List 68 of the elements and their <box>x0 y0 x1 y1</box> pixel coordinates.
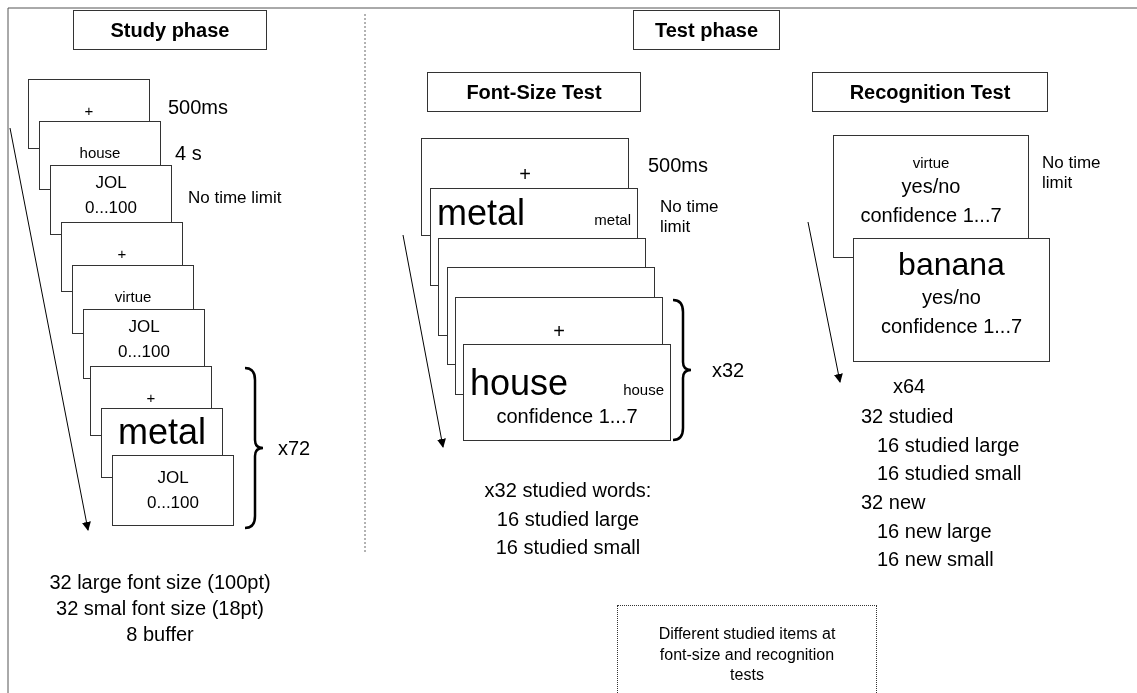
stimulus-text: JOL 0...100 <box>146 467 200 514</box>
stimulus-text: confidence 1...7 <box>496 404 638 429</box>
screen-card <box>90 366 212 408</box>
stimulus-text: virtue <box>114 288 152 306</box>
repeat-count: x32 <box>712 358 745 382</box>
screen-card <box>72 265 194 309</box>
duration-text: 500ms <box>648 153 709 177</box>
heading-box <box>73 10 267 50</box>
heading-box <box>427 72 641 112</box>
stimulus-text: house <box>623 381 664 399</box>
blank-screen-card <box>447 267 655 297</box>
trial-count-text: x32 studied words: <box>484 479 652 501</box>
stimulus-text: + <box>117 245 127 263</box>
duration-text: 500ms <box>168 95 229 119</box>
heading-text: Study phase <box>110 18 230 42</box>
stimulus-text: yes/no confidence 1...7 <box>859 174 1003 228</box>
trial-count-text: 16 studied large <box>496 508 640 530</box>
screen-card <box>421 138 629 188</box>
note-text: Different studied items at font-size and recognition tests <box>657 623 837 686</box>
duration-text: No time limit <box>660 197 720 238</box>
stimulus-text: banana <box>898 245 1005 284</box>
screen-card <box>455 297 663 344</box>
stimulus-text: house <box>470 361 569 405</box>
screen-card <box>83 309 205 366</box>
duration-text: No time limit <box>1042 153 1102 194</box>
trial-count-text: 32 studied <box>861 404 954 428</box>
screen-card <box>463 344 671 441</box>
heading-text: Recognition Test <box>849 80 1011 104</box>
duration-text: No time limit <box>188 188 283 209</box>
duration-text: 4 s <box>175 141 202 165</box>
heading-box <box>812 72 1048 112</box>
repeat-count: x72 <box>278 436 311 460</box>
trial-count-text: 16 new small <box>877 547 994 571</box>
stimulus-text: virtue <box>912 154 950 172</box>
blank-screen-card <box>438 238 646 267</box>
stimulus-text: metal <box>118 413 206 451</box>
screen-card <box>50 165 172 222</box>
trial-count-text: 32 smal font size (18pt) <box>56 597 264 619</box>
screen-card <box>112 455 234 526</box>
repeat-count: x64 <box>893 374 926 398</box>
heading-text: Test phase <box>655 18 758 42</box>
stimulus-text: + <box>553 319 565 343</box>
note-box <box>617 605 877 693</box>
stimulus-text: + <box>519 162 531 186</box>
heading-text: Font-Size Test <box>466 80 602 104</box>
stimulus-text: yes/no confidence 1...7 <box>879 285 1024 340</box>
stimulus-text: + <box>84 102 94 120</box>
stimulus-text: JOL 0...100 <box>84 172 138 219</box>
stimulus-text: house <box>79 144 121 162</box>
trial-count-text: 32 large font size (100pt) <box>49 571 271 593</box>
screen-card <box>833 135 1029 238</box>
screen-card <box>28 79 150 121</box>
stimulus-text: metal <box>437 193 526 233</box>
trial-count-text: 16 studied small <box>495 536 641 558</box>
screen-card <box>39 121 161 165</box>
stimulus-text: JOL 0...100 <box>117 316 171 363</box>
screen-card <box>61 222 183 265</box>
trial-count-text: 16 studied large <box>877 433 1020 457</box>
heading-box <box>633 10 780 50</box>
screen-card <box>853 238 1050 362</box>
screen-card <box>430 188 638 238</box>
stimulus-text: metal <box>594 212 631 229</box>
stimulus-text: + <box>146 389 156 407</box>
trial-count-text: 16 studied small <box>877 461 1022 485</box>
trial-count-text: 32 new <box>861 490 926 514</box>
trial-count-text: 16 new large <box>877 519 992 543</box>
trial-count-text: 8 buffer <box>126 623 194 645</box>
screen-card <box>101 408 223 455</box>
